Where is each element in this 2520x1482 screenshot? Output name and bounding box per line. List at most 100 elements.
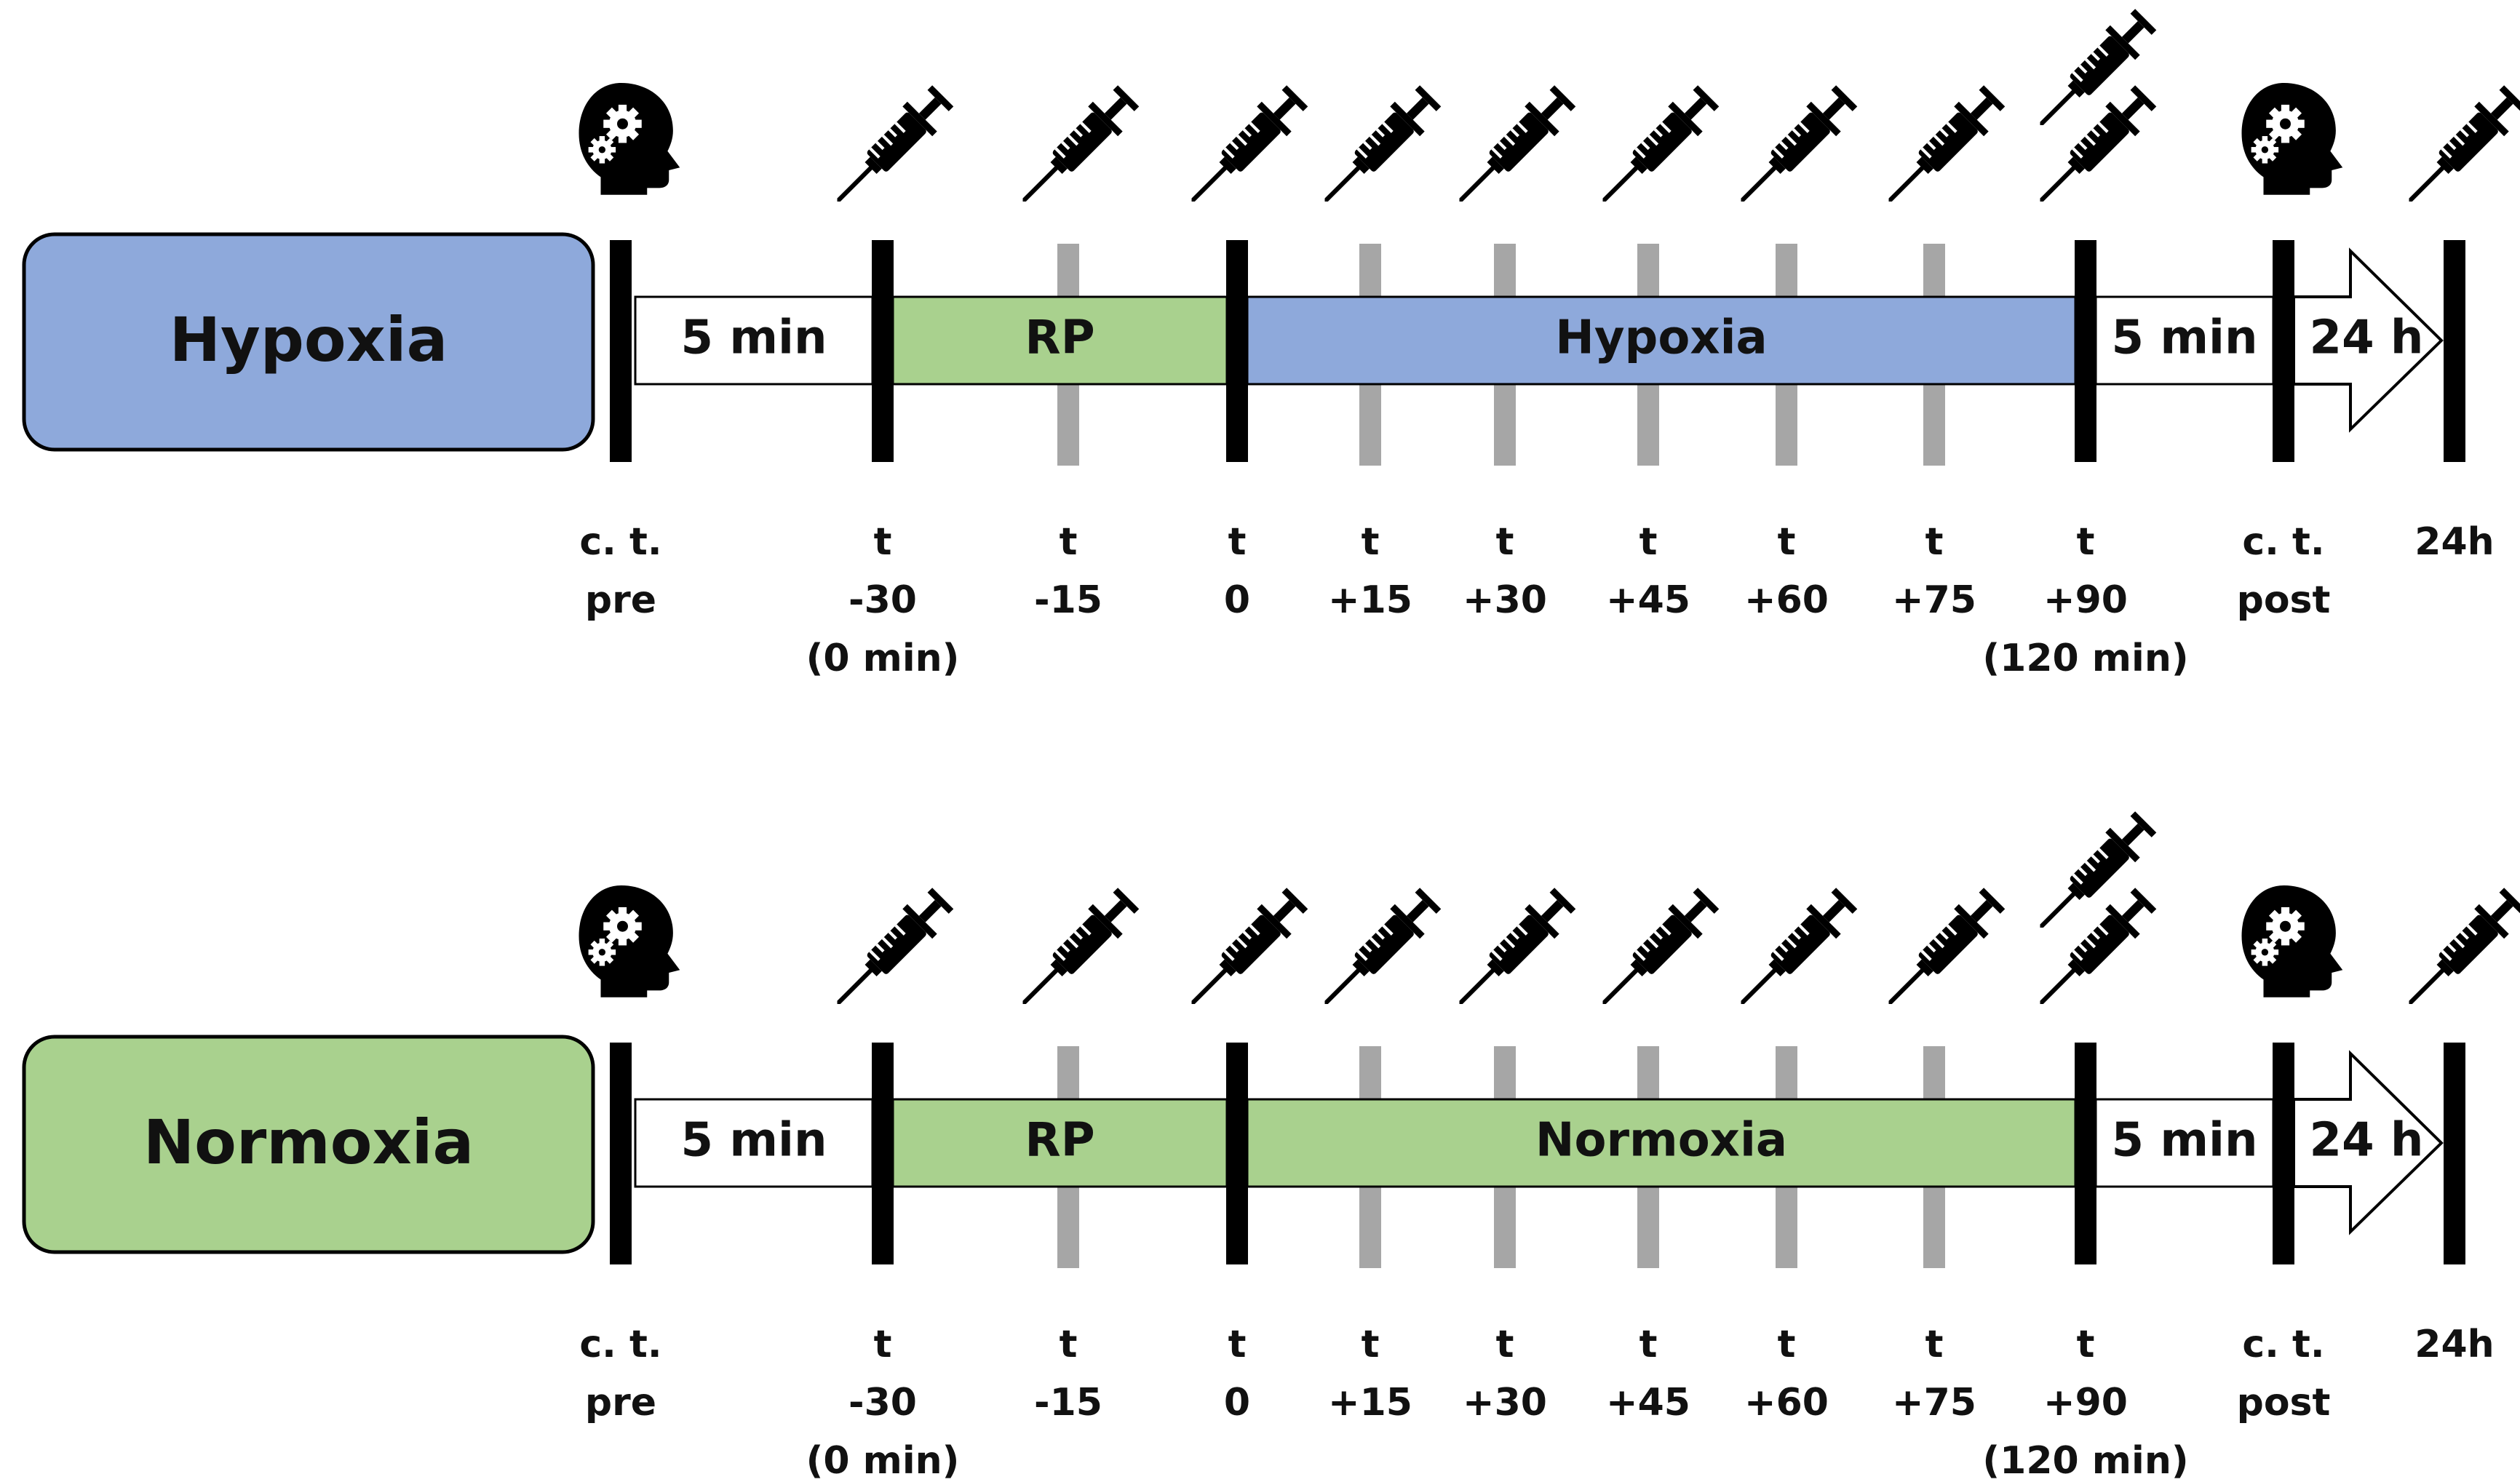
timepoint-label-t-plus-30: t [1496, 520, 1514, 564]
head-with-gears-icon [579, 885, 680, 997]
followup-label: 24 h [2310, 311, 2424, 365]
timepoint-label-t-plus-60: t [1778, 1323, 1796, 1366]
timepoint-label-t-minus-15: -15 [1034, 578, 1102, 622]
timepoint-label-t-minus-30: -30 [848, 578, 917, 622]
timepoint-label-t-plus-90: t [2077, 520, 2095, 564]
timepoint-label-ct-post: c. t. [2242, 1323, 2324, 1366]
timepoint-label-t-plus-15: t [1362, 1323, 1380, 1366]
timepoint-label-t-minus-15: t [1060, 520, 1078, 564]
timepoint-marker-24h [2444, 240, 2465, 462]
followup-arrow [2292, 1050, 2444, 1235]
timepoint-marker-t-minus-30 [872, 240, 894, 462]
syringe-icon [2027, 883, 2161, 1017]
timepoint-marker-ct-post [2273, 240, 2294, 462]
timepoint-label-t-plus-45: +45 [1606, 1381, 1690, 1425]
followup-label: 24 h [2310, 1114, 2424, 1168]
timepoint-label-t-0: t [1228, 1323, 1247, 1366]
condition-segment-label: Normoxia [1535, 1114, 1787, 1168]
protocol-normoxia: Normoxia 5 min RP Normoxia 5 min 24 h c. t. pre… [22, 807, 2520, 1482]
syringe-icon [2396, 883, 2520, 1017]
head-with-gears-icon [579, 82, 680, 195]
timepoint-label-t-plus-90: +90 [2043, 578, 2128, 622]
head-with-gears-icon [2241, 885, 2343, 997]
syringe-icon [1009, 81, 1143, 215]
timepoint-label-t-plus-60: +60 [1744, 578, 1829, 622]
syringe-icon [1311, 81, 1445, 215]
rp-segment-label: RP [1025, 1114, 1094, 1168]
syringe-icon [1875, 883, 2009, 1017]
condition-box [22, 1035, 595, 1254]
timepoint-label-t-minus-15: -15 [1034, 1381, 1102, 1425]
timepoint-label-t-plus-75: +75 [1892, 1381, 1976, 1425]
timepoint-label-t-minus-30: t [874, 520, 892, 564]
timepoint-label-ct-pre: c. t. [579, 520, 661, 564]
timepoint-label-t-minus-30: (0 min) [806, 1439, 960, 1482]
timepoint-marker-ct-pre [610, 1043, 632, 1264]
timepoint-label-t-minus-30: t [874, 1323, 892, 1366]
timepoint-marker-t-0 [1226, 240, 1248, 462]
timepoint-label-t-plus-45: t [1639, 1323, 1658, 1366]
syringe-icon [1311, 883, 1445, 1017]
syringe-icon [1178, 81, 1312, 215]
pre-segment-label: 5 min [681, 1114, 827, 1168]
timepoint-label-t-plus-60: t [1778, 520, 1796, 564]
condition-box [22, 232, 595, 452]
timepoint-marker-t-plus-90 [2075, 240, 2096, 462]
syringe-icon [1728, 81, 1861, 215]
timepoint-label-ct-pre: pre [585, 1381, 656, 1425]
timepoint-label-ct-post: post [2237, 1381, 2331, 1425]
post-segment-label: 5 min [2112, 311, 2258, 365]
timepoint-label-t-plus-30: +30 [1463, 1381, 1547, 1425]
timepoint-label-t-plus-45: t [1639, 520, 1658, 564]
syringe-icon [1009, 883, 1143, 1017]
syringe-icon [2027, 4, 2161, 138]
condition-segment [1246, 295, 2077, 386]
syringe-icon [1875, 81, 2009, 215]
timepoint-label-t-plus-90: +90 [2043, 1381, 2128, 1425]
syringe-icon [1589, 81, 1723, 215]
head-with-gears-icon [2241, 82, 2343, 195]
followup-arrow [2292, 247, 2444, 433]
condition-label: Hypoxia [170, 304, 448, 375]
timepoint-label-t-plus-15: +15 [1328, 578, 1412, 622]
timepoint-label-t-plus-60: +60 [1744, 1381, 1829, 1425]
condition-label: Normoxia [143, 1107, 474, 1178]
timepoint-label-t-plus-90: (120 min) [1982, 637, 2188, 680]
timepoint-marker-t-0 [1226, 1043, 1248, 1264]
timepoint-label-t-plus-45: +45 [1606, 578, 1690, 622]
rp-segment-label: RP [1025, 311, 1094, 365]
syringe-icon [1446, 883, 1580, 1017]
timepoint-label-t-plus-90: (120 min) [1982, 1439, 2188, 1482]
pre-segment-label: 5 min [681, 311, 827, 365]
timepoint-label-ct-post: post [2237, 578, 2331, 622]
syringe-icon [1178, 883, 1312, 1017]
condition-segment-label: Hypoxia [1555, 311, 1767, 365]
timepoint-marker-ct-pre [610, 240, 632, 462]
timepoint-label-t-minus-30: -30 [848, 1381, 917, 1425]
syringe-icon [2027, 807, 2161, 941]
syringe-icon [2027, 81, 2161, 215]
timepoint-label-ct-post: c. t. [2242, 520, 2324, 564]
syringe-icon [1589, 883, 1723, 1017]
syringe-icon [824, 883, 958, 1017]
timepoint-label-t-plus-15: t [1362, 520, 1380, 564]
timepoint-label-t-plus-75: t [1925, 520, 1944, 564]
timepoint-label-24h: 24h [2414, 1323, 2494, 1366]
timepoint-marker-24h [2444, 1043, 2465, 1264]
timepoint-marker-t-plus-90 [2075, 1043, 2096, 1264]
timepoint-marker-t-minus-30 [872, 1043, 894, 1264]
timepoint-label-t-minus-30: (0 min) [806, 637, 960, 680]
timepoint-label-t-plus-75: +75 [1892, 578, 1976, 622]
syringe-icon [1446, 81, 1580, 215]
syringe-icon [1728, 883, 1861, 1017]
syringe-icon [2396, 81, 2520, 215]
timepoint-label-t-plus-30: t [1496, 1323, 1514, 1366]
post-segment [2094, 295, 2275, 386]
timepoint-label-t-0: 0 [1224, 1381, 1250, 1425]
timepoint-label-t-0: t [1228, 520, 1247, 564]
timepoint-label-t-minus-15: t [1060, 1323, 1078, 1366]
post-segment-label: 5 min [2112, 1114, 2258, 1168]
timepoint-label-24h: 24h [2414, 520, 2494, 564]
